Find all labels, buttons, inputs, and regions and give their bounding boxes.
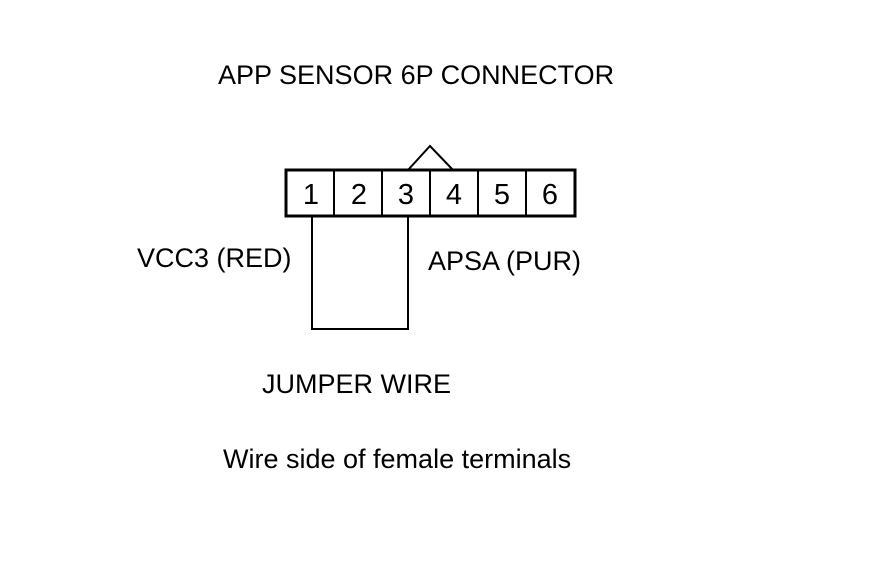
pin-number-2: 2 xyxy=(351,179,367,211)
terminal-side-note: Wire side of female terminals xyxy=(223,444,572,474)
jumper-wire-line xyxy=(311,216,409,330)
connector-lock-tab xyxy=(407,144,454,171)
vcc3-label: VCC3 (RED) xyxy=(137,243,292,273)
apsa-label: APSA (PUR) xyxy=(428,246,582,276)
pin-number-3: 3 xyxy=(398,179,414,211)
diagram-title: APP SENSOR 6P CONNECTOR xyxy=(218,60,615,90)
pin-number-5: 5 xyxy=(494,179,510,211)
pin-number-4: 4 xyxy=(446,179,462,211)
jumper-wire-label: JUMPER WIRE xyxy=(262,369,451,399)
pin-number-1: 1 xyxy=(303,179,319,211)
pin-dividers xyxy=(333,170,527,216)
pin-number-6: 6 xyxy=(542,179,558,211)
